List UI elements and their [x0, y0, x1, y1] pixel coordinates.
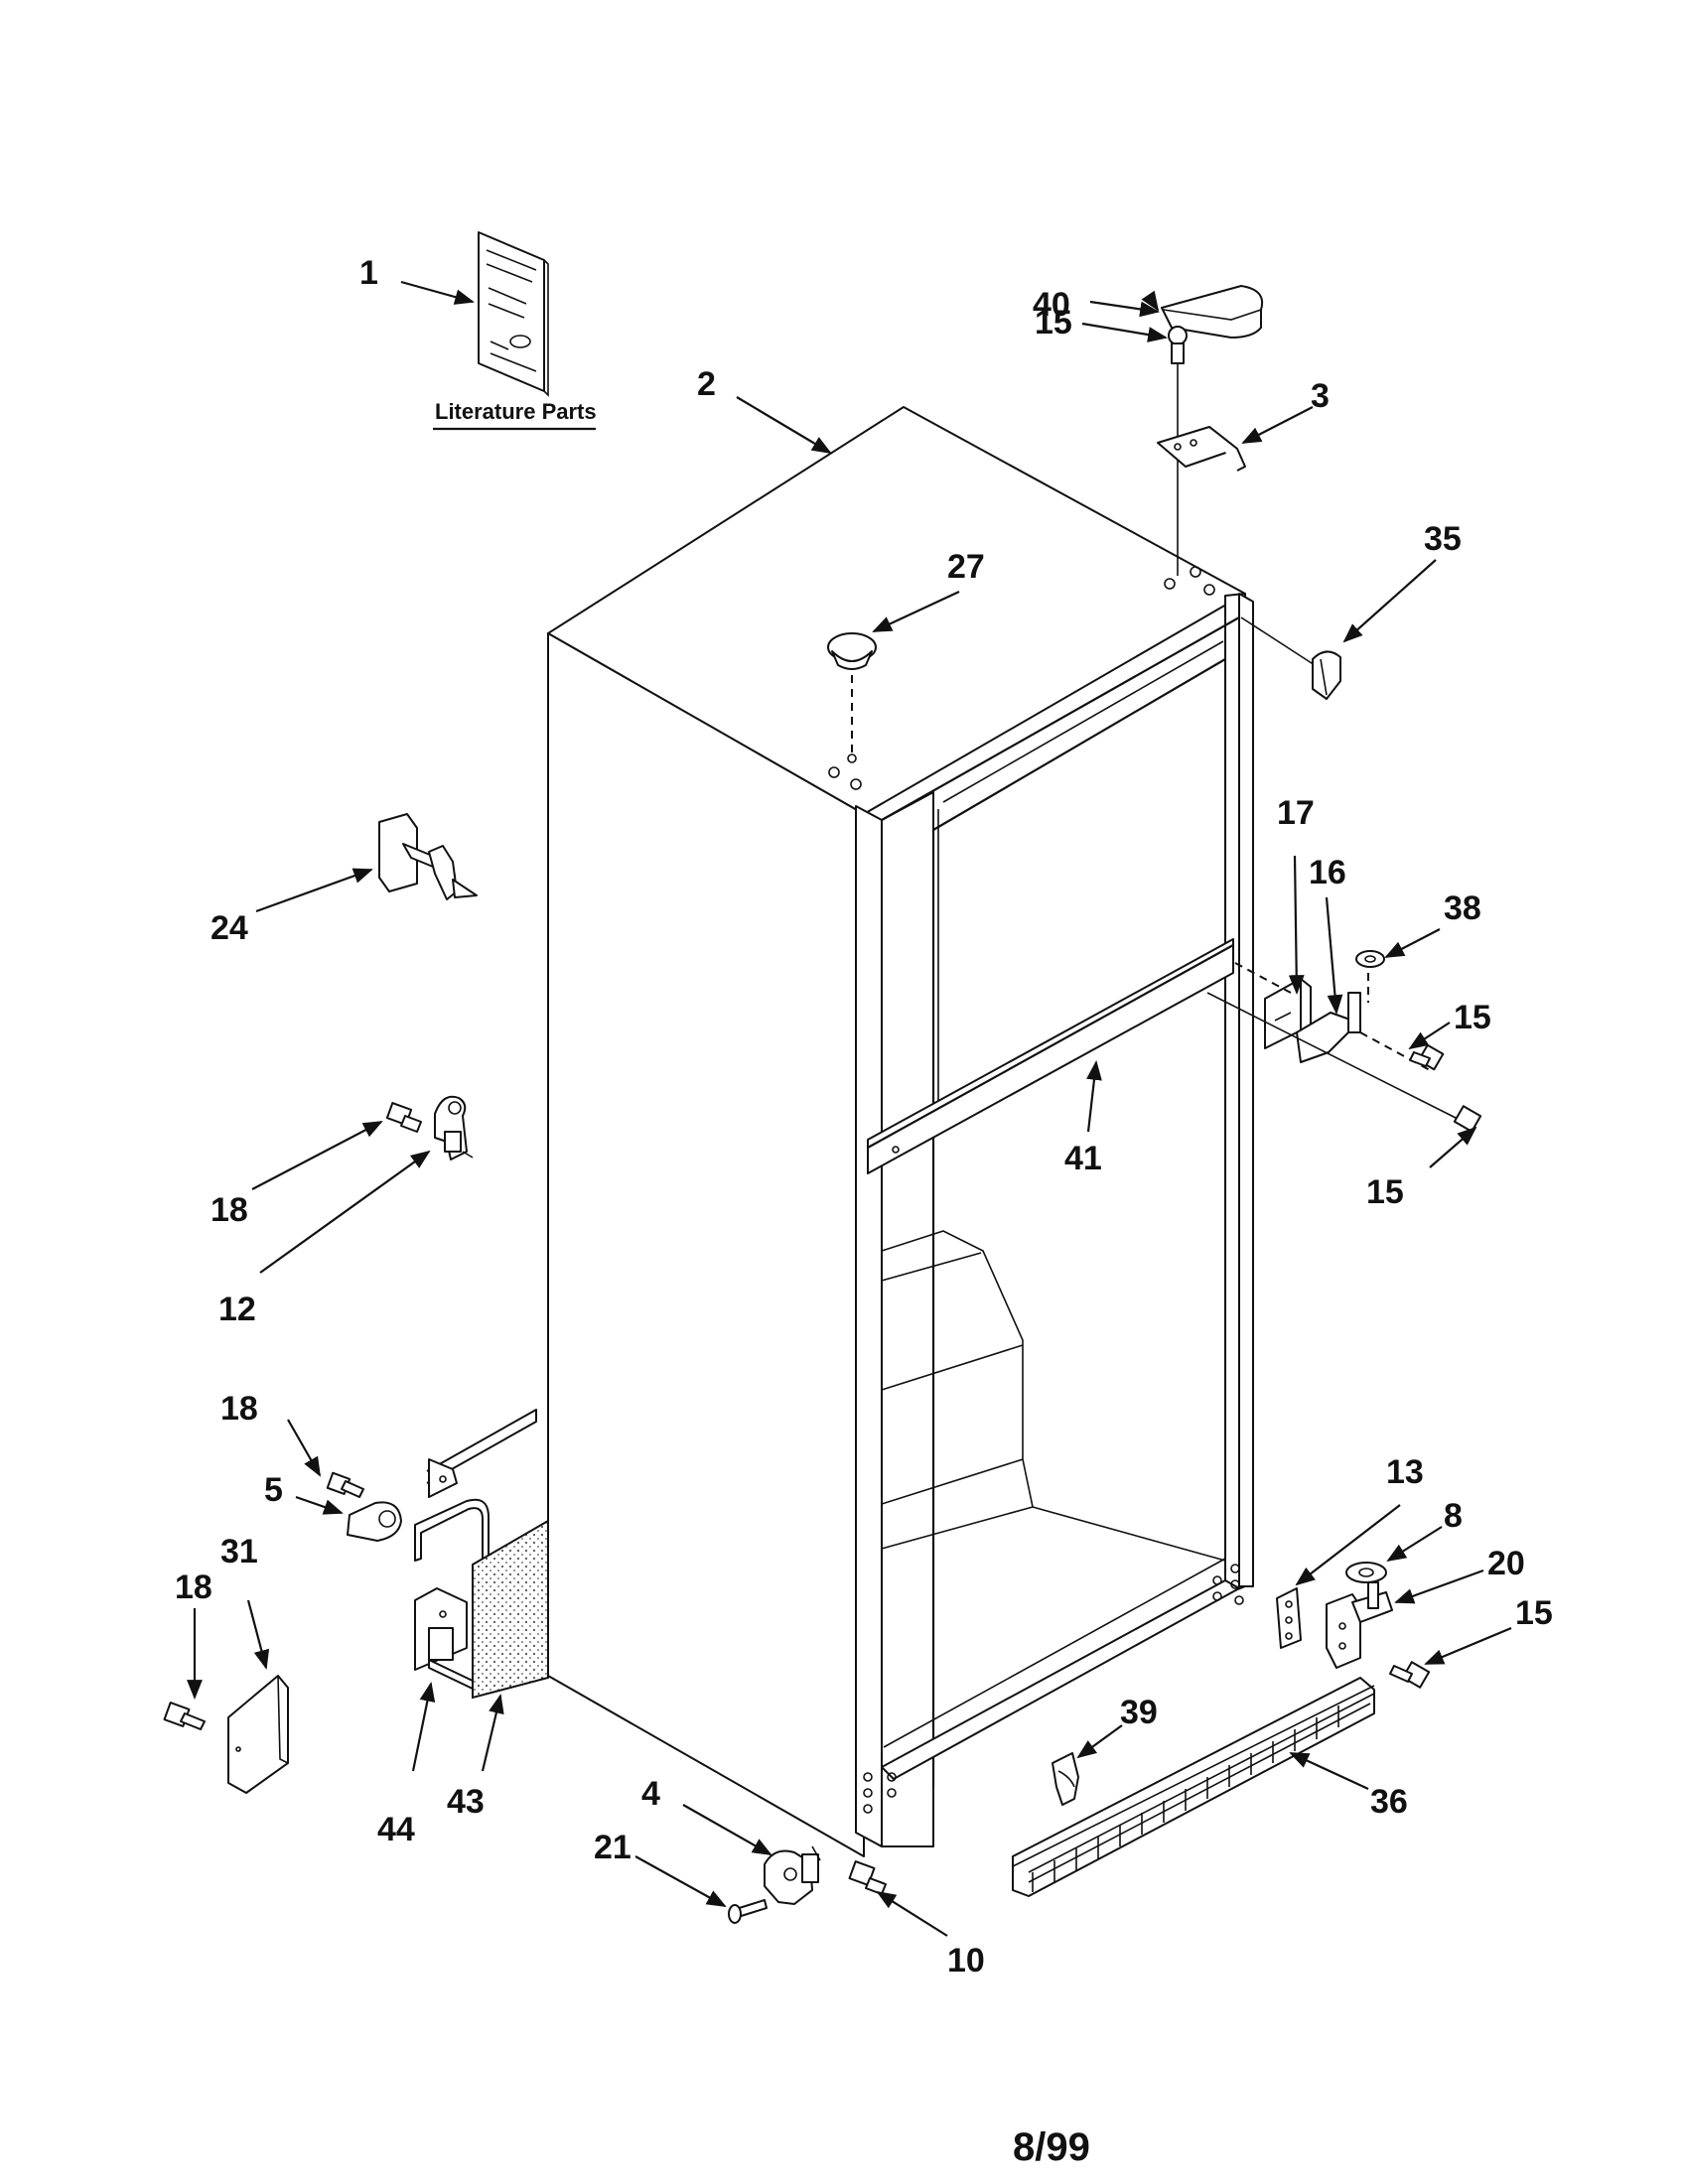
- callout-18-upper: 18: [210, 1191, 248, 1229]
- callout-31: 31: [220, 1533, 258, 1570]
- plug-button-part: [827, 632, 877, 763]
- callout-41: 41: [1064, 1140, 1102, 1177]
- callout-15-lower: 15: [1515, 1594, 1553, 1632]
- cabinet-part: [547, 406, 1254, 1857]
- callout-13: 13: [1386, 1453, 1424, 1491]
- center-hinge-part: [1234, 962, 1431, 1071]
- lower-hinge-shim-part: [1276, 1587, 1302, 1649]
- callout-20: 20: [1487, 1545, 1525, 1582]
- grille-clip-part: [1052, 1752, 1079, 1806]
- callout-5: 5: [264, 1471, 283, 1509]
- callout-17: 17: [1277, 794, 1315, 832]
- callout-4: 4: [641, 1775, 660, 1813]
- callout-15-rail: 15: [1366, 1173, 1404, 1211]
- callout-15-top: 15: [1035, 304, 1072, 341]
- hinge-screw-upper-part: [385, 1102, 422, 1133]
- insulation-pad-part: [472, 1519, 549, 1700]
- leveling-screw-part: [848, 1860, 887, 1895]
- callout-21: 21: [594, 1829, 632, 1866]
- hinge-washer-part: [1355, 950, 1385, 968]
- callout-1: 1: [359, 254, 378, 292]
- callout-38: 38: [1444, 889, 1481, 927]
- pivot-screw-part: [728, 1899, 768, 1924]
- callout-27: 27: [947, 548, 985, 586]
- lower-hinge-part: [1326, 1581, 1393, 1669]
- bottom-hinge-bracket-part: [414, 1409, 537, 1691]
- callout-3: 3: [1311, 377, 1330, 415]
- hinge-bushing-part: [347, 1501, 402, 1542]
- callout-36: 36: [1370, 1783, 1408, 1821]
- footer-date: 8/99: [1013, 2125, 1090, 2169]
- callout-12: 12: [218, 1291, 256, 1328]
- callout-18-mid: 18: [220, 1390, 258, 1428]
- hinge-pin-cover-part: [1240, 616, 1341, 700]
- leader-lines: [187, 280, 1512, 1937]
- hinge-bracket-upper-part: [434, 1095, 474, 1160]
- callout-43: 43: [447, 1783, 485, 1821]
- callout-10: 10: [947, 1942, 985, 1979]
- callout-16: 16: [1309, 854, 1346, 891]
- hinge-cover-part: [1161, 285, 1263, 339]
- hinge-screw-mid-part: [326, 1471, 364, 1498]
- callout-18-lower: 18: [175, 1569, 212, 1606]
- divider-rail-part: [866, 938, 1235, 1174]
- literature-booklet-part: [433, 231, 596, 431]
- callout-2: 2: [697, 365, 716, 403]
- lower-hinge-washer-part: [1345, 1562, 1387, 1583]
- literature-parts-label: Literature Parts: [435, 399, 597, 424]
- callout-labels: 1 2 3 4 5 8 10 12 13 15 15 15 15 16 17 1…: [175, 254, 1553, 1979]
- top-hinge-part: [1157, 426, 1246, 472]
- leveling-bracket-part: [764, 1845, 821, 1905]
- callout-44: 44: [377, 1811, 415, 1848]
- center-hinge-plate-part: [1264, 978, 1312, 1049]
- callout-40: 40: [1033, 286, 1070, 324]
- top-hinge-screw-part: [1168, 326, 1188, 576]
- hinge-screw-lower-part: [163, 1702, 206, 1730]
- callout-15-hinge: 15: [1454, 999, 1491, 1036]
- hinge-cover-bottom-part: [227, 1675, 289, 1794]
- callout-8: 8: [1444, 1497, 1463, 1535]
- toe-grille-part: [1012, 1677, 1375, 1897]
- callout-35: 35: [1424, 520, 1462, 558]
- callout-24: 24: [210, 909, 248, 947]
- lower-hinge-screw-part: [1389, 1661, 1431, 1689]
- center-hinge-screw-part: [1409, 1043, 1445, 1071]
- door-stop-part: [378, 813, 478, 900]
- callout-39: 39: [1120, 1694, 1158, 1731]
